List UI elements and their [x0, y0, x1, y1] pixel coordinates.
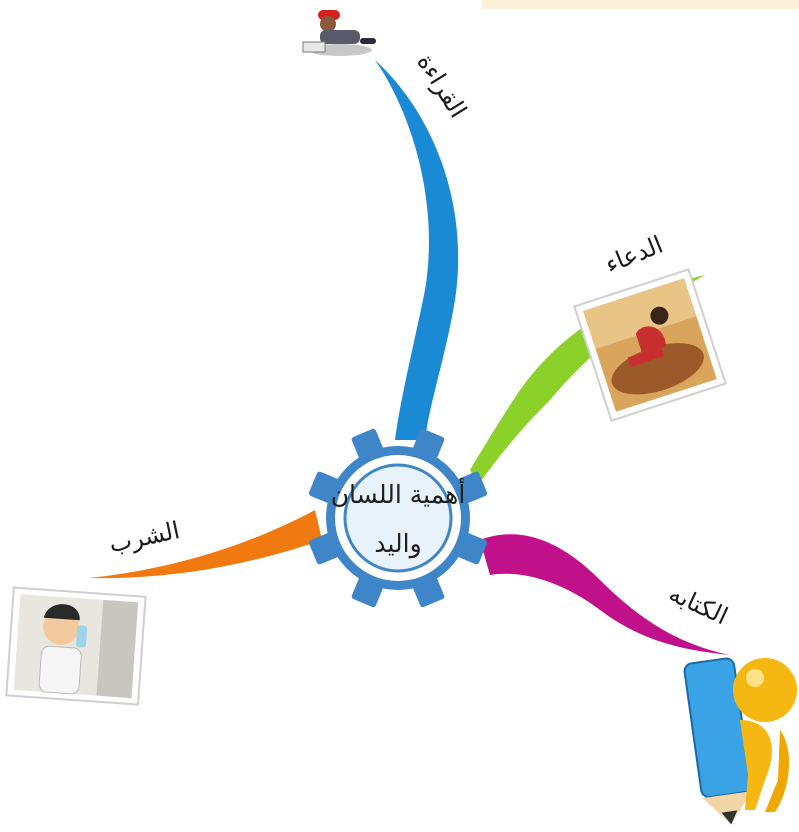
center-title-line1: أهمية اللسان — [331, 477, 466, 509]
label-writing: الكتابه — [665, 579, 732, 630]
top-banner-strip — [482, 0, 799, 9]
branch-prayer — [470, 275, 705, 485]
label-drinking: الشرب — [107, 516, 182, 558]
branch-reading — [375, 60, 459, 440]
branch-writing — [480, 534, 730, 655]
label-prayer: الدعاء — [601, 230, 667, 278]
label-reading: القراءة — [411, 49, 472, 123]
boy-drinking-picture — [5, 586, 147, 706]
praying-woman-picture — [573, 268, 727, 422]
branch-drinking — [88, 510, 322, 579]
reader-figure-icon — [302, 10, 376, 56]
center-title-line2: واليد — [374, 529, 421, 559]
center-gear — [308, 428, 488, 608]
gear-hub — [343, 463, 453, 573]
figure-with-pencil-icon — [683, 657, 797, 825]
